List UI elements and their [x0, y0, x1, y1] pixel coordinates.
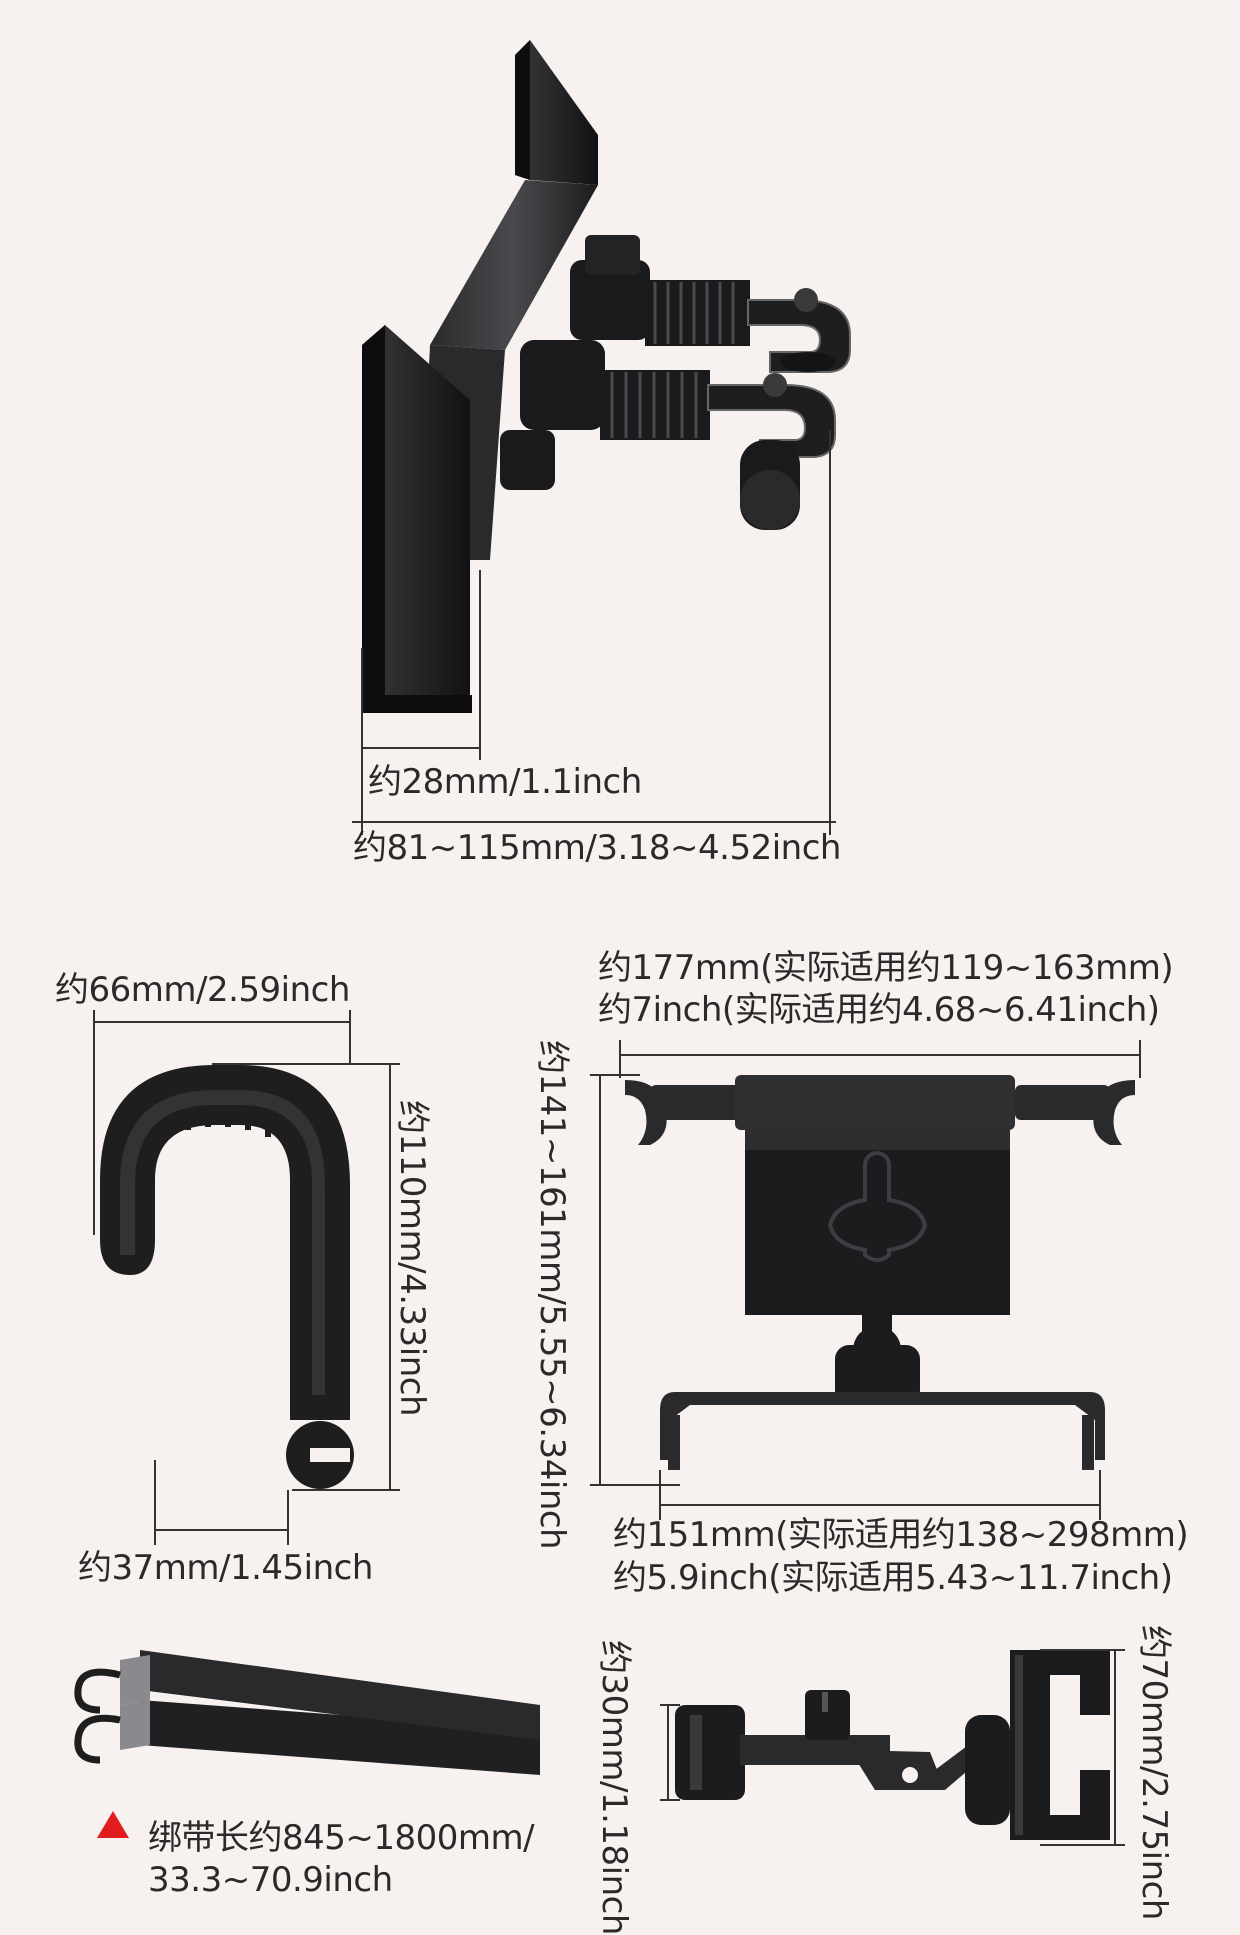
side-view-mount [362, 40, 851, 713]
bracket-bottom-line1: 约151mm(实际适用约138~298mm) [613, 1515, 1189, 1555]
strap-length-line1: 绑带长约845~1800mm/ [148, 1818, 535, 1858]
clamp-drawing [675, 1650, 1110, 1840]
clamp-width-label: 约70mm/2.75inch [1134, 1625, 1174, 1920]
top-dimension-lines [352, 430, 836, 835]
hook-inner-label: 约37mm/1.45inch [78, 1548, 373, 1588]
warning-triangle-icon [97, 1811, 129, 1838]
hook-height-label: 约110mm/4.33inch [392, 1100, 432, 1417]
clamp-dimension-lines [660, 1649, 1125, 1846]
bracket-bottom-line2: 约5.9inch(实际适用5.43~11.7inch) [613, 1558, 1173, 1598]
dim-depth-label: 约28mm/1.1inch [368, 762, 642, 802]
straps-drawing [74, 1650, 540, 1775]
clamp-height-label: 约30mm/1.18inch [594, 1640, 634, 1935]
bracket-top-line1: 约177mm(实际适用约119~163mm) [598, 948, 1174, 988]
hook-width-label: 约66mm/2.59inch [55, 970, 350, 1010]
bracket-dimension-lines [590, 1040, 1141, 1520]
bracket-height-label: 约141~161mm/5.55~6.34inch [532, 1040, 572, 1550]
hook-dimension-lines [93, 1010, 400, 1545]
bracket-drawing [625, 1075, 1135, 1470]
hook-drawing [100, 1065, 354, 1489]
dim-range-label: 约81~115mm/3.18~4.52inch [353, 828, 841, 868]
bracket-top-line2: 约7inch(实际适用约4.68~6.41inch) [598, 990, 1160, 1030]
strap-length-line2: 33.3~70.9inch [148, 1860, 393, 1900]
